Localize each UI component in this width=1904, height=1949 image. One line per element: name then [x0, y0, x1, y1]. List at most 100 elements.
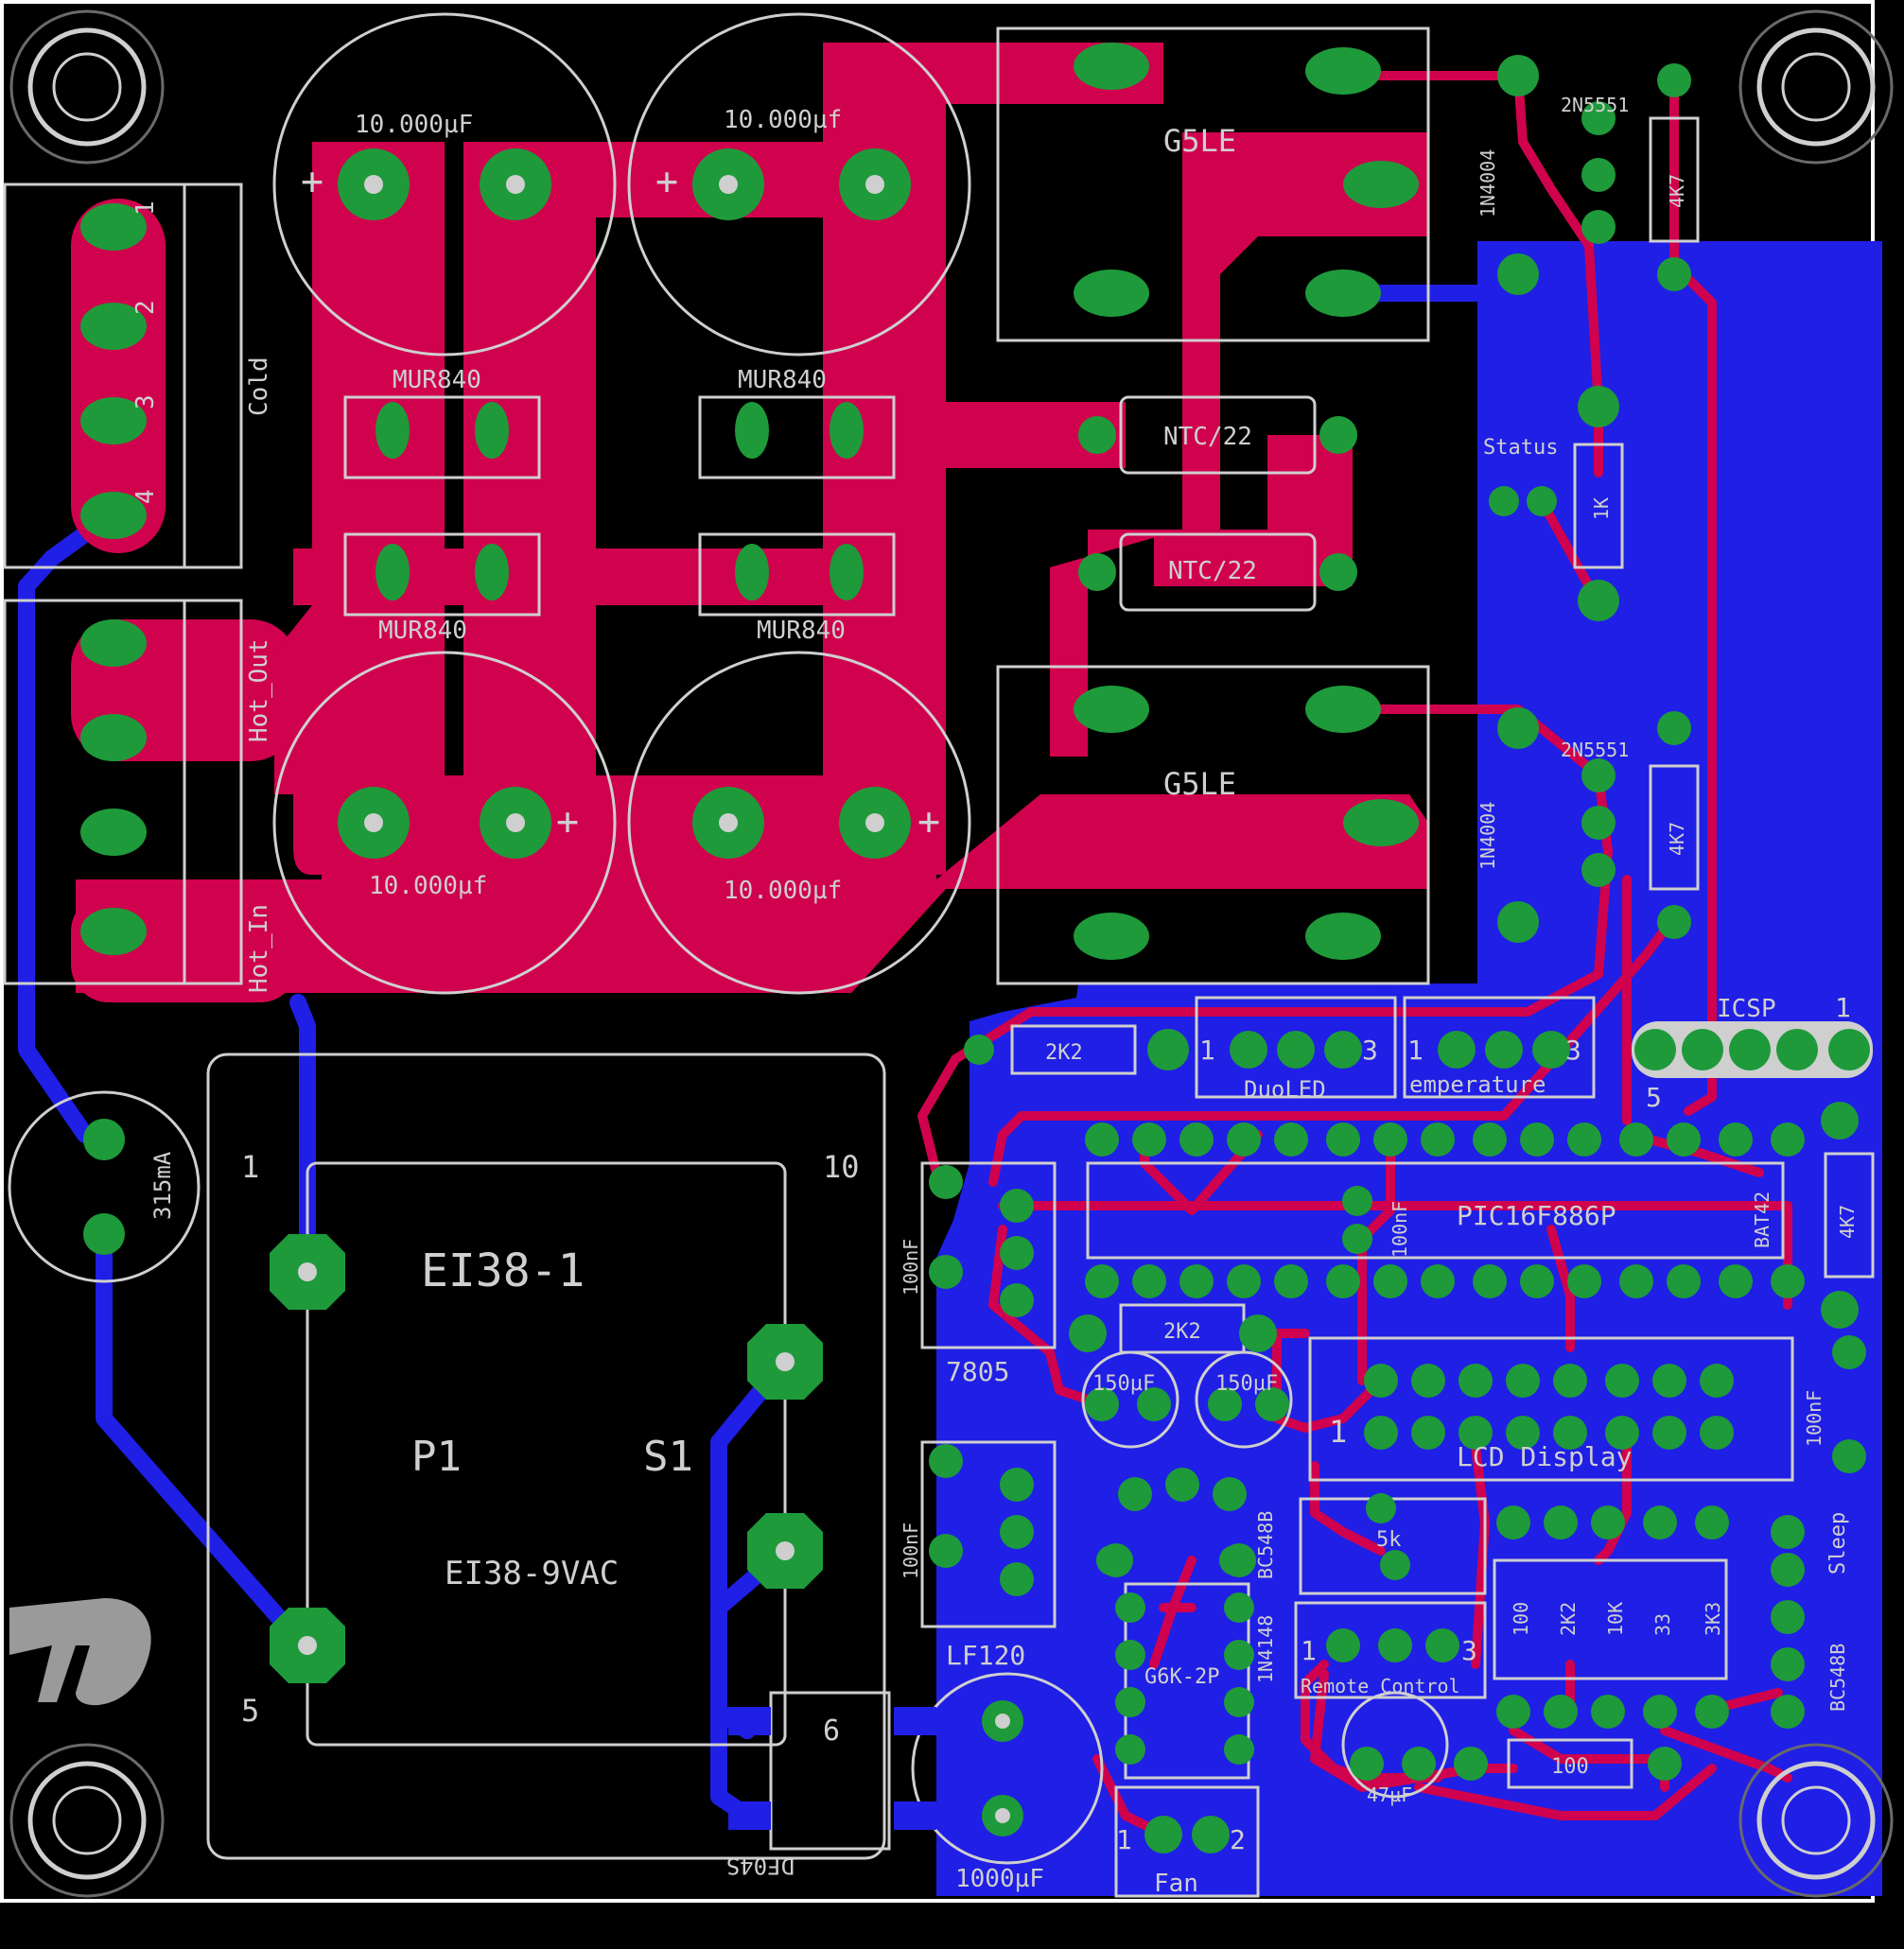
- cap-1000-outline: [911, 1672, 1104, 1865]
- res-10k-label: 10K: [1604, 1602, 1627, 1636]
- bat-label: BAT42: [1751, 1192, 1773, 1248]
- res-4k7-top-outline: [1649, 116, 1700, 243]
- small-pads: [83, 55, 1868, 1853]
- reg-lf120-outline: [920, 1440, 1057, 1628]
- ntc-outline-top: [1119, 395, 1317, 475]
- terminal-cold-3: 3: [131, 394, 160, 409]
- diode-label-tr: MUR840: [738, 366, 827, 394]
- terminal-cold-4: 4: [131, 489, 160, 504]
- remote-outline: [1294, 1601, 1487, 1699]
- status-label: Status: [1483, 436, 1558, 460]
- cap-label-tl: 10.000µF: [355, 111, 473, 139]
- relay-outline-bottom: [996, 665, 1430, 985]
- pot-outline: [1299, 1497, 1487, 1595]
- mounting-hole-br: [1738, 1743, 1894, 1898]
- icsp-pin1: 1: [1835, 992, 1851, 1023]
- res-100-label: 100: [1510, 1602, 1532, 1636]
- diode-pkg-br: [698, 532, 896, 617]
- diode-1n4148-label: 1N4148: [1254, 1615, 1277, 1683]
- pic-label: PIC16F886P: [1457, 1200, 1616, 1231]
- res-bottom-label: 4K7: [1666, 822, 1688, 856]
- transistor-label-top: 2N5551: [1561, 94, 1629, 116]
- cap-outline-tr: [627, 12, 971, 357]
- res-100-b-outline: [1507, 1738, 1633, 1789]
- res-2k2-a-label: 2K2: [1045, 1041, 1083, 1065]
- cap-plus-tr: +: [655, 160, 678, 203]
- remote-pin1: 1: [1301, 1635, 1317, 1666]
- board-logo: [9, 1598, 151, 1706]
- bc548-b-label: BC548B: [1826, 1644, 1849, 1712]
- reg-lf120-label: LF120: [946, 1640, 1025, 1671]
- cap-plus-tl: +: [301, 160, 323, 203]
- primary-label: P1: [411, 1433, 462, 1481]
- cold-label: Cold: [245, 357, 273, 416]
- cap-150-a-label: 150µF: [1092, 1372, 1155, 1396]
- bridge-6: 6: [823, 1714, 840, 1748]
- relay-outline-top: [996, 26, 1430, 342]
- temperature-label: emperature: [1409, 1071, 1546, 1098]
- res-3k3-label: 3K3: [1702, 1602, 1724, 1636]
- bridge-label: DF04S: [726, 1853, 795, 1879]
- res-100-b-label: 100: [1551, 1755, 1589, 1779]
- transformer-title: EI38-1: [421, 1244, 585, 1297]
- transformer-outline: [206, 1053, 886, 1860]
- terminal-block-cold: [3, 183, 243, 569]
- g6k-outline: [1124, 1582, 1250, 1780]
- icsp-label: ICSP: [1717, 995, 1776, 1023]
- diode-label-bl: MUR840: [378, 617, 467, 645]
- silkscreen-text: 10.000µF 10.000µf 10.000µf 10.000µf G5LE…: [131, 94, 1859, 1898]
- hot-in-label: Hot_In: [245, 904, 273, 993]
- res-2k2-c-label: 2K2: [1557, 1602, 1580, 1636]
- duoled-pin3: 3: [1362, 1035, 1378, 1066]
- cap-label-tr: 10.000µf: [724, 106, 842, 134]
- cap-100nf-a-label: 100nF: [900, 1239, 922, 1296]
- res-33-label: 33: [1651, 1613, 1674, 1636]
- lcd-pin1: 1: [1329, 1414, 1347, 1450]
- diode-pkg-tl: [343, 395, 541, 479]
- cap-outline-br: [627, 651, 971, 995]
- transformer-model: EI38-9VAC: [445, 1555, 619, 1592]
- duoled-outline: [1195, 996, 1397, 1099]
- res-1k-outline: [1573, 443, 1624, 569]
- transformer-inner: [306, 1161, 787, 1747]
- res-2k2-a-outline: [1010, 1024, 1137, 1075]
- silkscreen-layer: [3, 9, 1894, 1898]
- remote-label: Remote Control: [1301, 1675, 1460, 1697]
- mounting-hole-tl: [9, 9, 165, 165]
- cap-outline-tl: [272, 12, 617, 357]
- cap-47-label: 47µF: [1367, 1784, 1412, 1806]
- terminal-cold-2: 2: [131, 300, 160, 315]
- icsp-header: [1632, 1021, 1873, 1078]
- pic-outline: [1086, 1161, 1785, 1260]
- mounting-hole-bl: [9, 1743, 165, 1898]
- duoled-pin1: 1: [1199, 1035, 1215, 1066]
- cap-100nf-b-label: 100nF: [900, 1523, 922, 1579]
- bridge-outline: [769, 1691, 891, 1851]
- terminal-block-hot: [3, 599, 243, 985]
- ground-pour-mid: [1076, 983, 1477, 1002]
- g6k-label: G6K-2P: [1144, 1665, 1219, 1689]
- mounting-hole-tr: [1738, 9, 1894, 165]
- temp-pin1: 1: [1407, 1035, 1424, 1066]
- cap-150-b-label: 150µF: [1215, 1372, 1278, 1396]
- temp-pin3: 3: [1565, 1035, 1581, 1066]
- lcd-outline: [1308, 1336, 1794, 1482]
- relay-label-bottom: G5LE: [1163, 766, 1236, 802]
- cap-label-br: 10.000µf: [724, 877, 842, 905]
- diode-label-tl: MUR840: [393, 366, 481, 394]
- sleep-label: Sleep: [1826, 1512, 1850, 1575]
- cap-100nf-d-label: 100nF: [1803, 1390, 1825, 1447]
- transistor-label-bottom: 2N5551: [1561, 739, 1629, 761]
- fan-outline: [1114, 1785, 1260, 1898]
- fan-pin1: 1: [1116, 1824, 1132, 1855]
- transformer-pin1: 1: [241, 1149, 259, 1185]
- remote-pin3: 3: [1461, 1635, 1477, 1666]
- diode-label-br: MUR840: [757, 617, 846, 645]
- terminal-cold-1: 1: [131, 200, 160, 216]
- reg-7805-label: 7805: [946, 1356, 1009, 1387]
- fan-label: Fan: [1154, 1870, 1198, 1898]
- ntc-label-top: NTC/22: [1163, 423, 1252, 451]
- relay-label-top: G5LE: [1163, 123, 1236, 159]
- cap-plus-br: +: [917, 800, 940, 844]
